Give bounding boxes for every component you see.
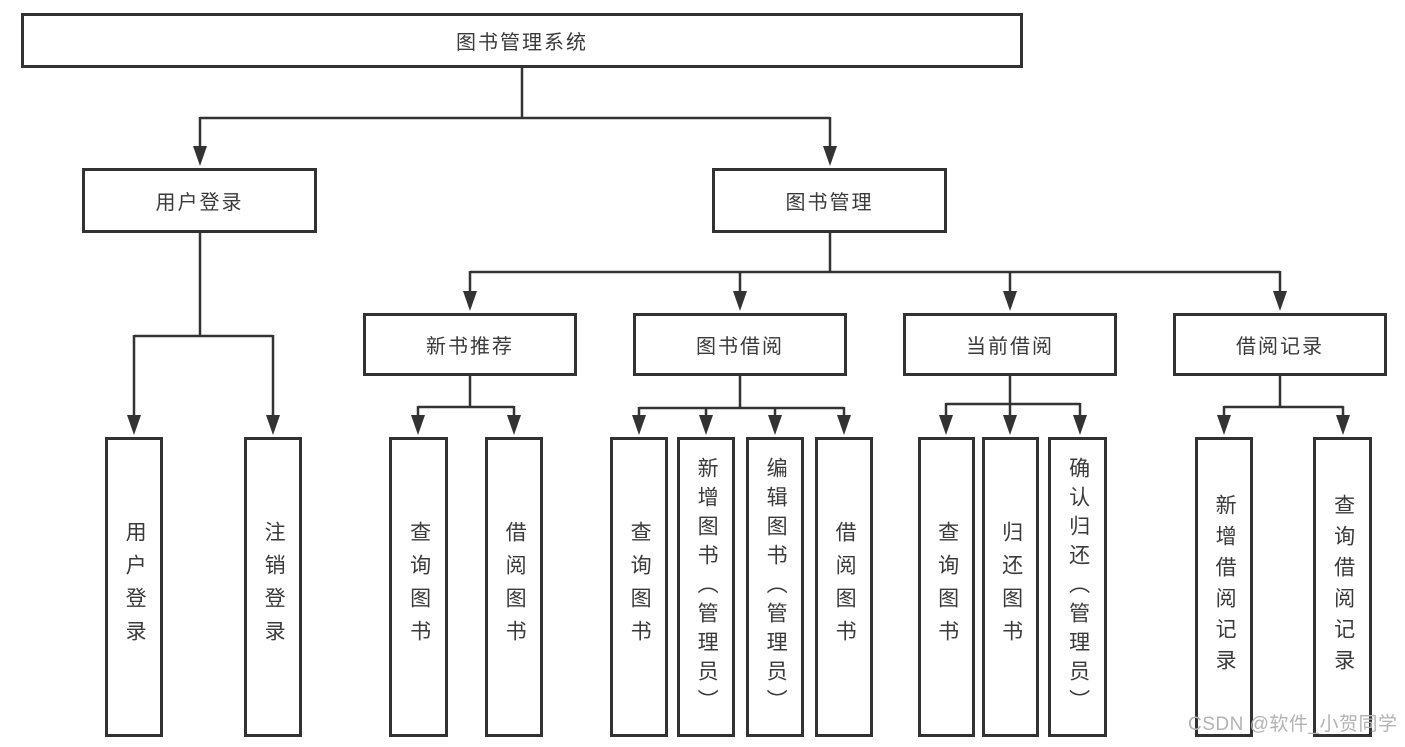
leaf-add-borrow-record-label: 新增借阅记录 — [1213, 494, 1237, 680]
arrow-down-icon — [411, 415, 425, 435]
leaf-query-borrow-record: 查询借阅记录 — [1313, 437, 1372, 737]
arrow-down-icon — [823, 146, 837, 166]
leaf-user-login: 用户登录 — [105, 437, 163, 737]
arrow-down-icon — [1336, 415, 1350, 435]
leaf-add-borrow-record: 新增借阅记录 — [1195, 437, 1253, 737]
node-borrow-records-label: 借阅记录 — [1236, 336, 1324, 358]
leaf-borrow-books-label: 借阅图书 — [833, 521, 857, 653]
connector-bookborrow-to-leaves — [637, 376, 846, 420]
leaf-query-books-borrow: 查询图书 — [610, 437, 668, 737]
node-book-management: 图书管理 — [712, 168, 947, 233]
connector-userlogin-to-leaves — [132, 233, 275, 420]
leaf-edit-books-admin-label: 编辑图书（管理员） — [764, 456, 788, 718]
arrow-down-icon — [463, 291, 477, 311]
arrow-down-icon — [632, 415, 646, 435]
arrow-down-icon — [837, 415, 851, 435]
node-library-system-root: 图书管理系统 — [21, 13, 1023, 68]
connector-newbooks-to-leaves — [416, 376, 516, 420]
arrowheads — [127, 146, 1350, 435]
leaf-add-books-admin: 新增图书（管理员） — [677, 437, 735, 737]
arrow-down-icon — [507, 415, 521, 435]
leaf-query-books-recommend: 查询图书 — [389, 437, 448, 737]
leaf-borrow-books-recommend-label: 借阅图书 — [503, 521, 527, 653]
arrow-down-icon — [266, 415, 280, 435]
arrow-down-icon — [699, 415, 713, 435]
leaf-query-books-current: 查询图书 — [918, 437, 975, 737]
node-new-book-recommend: 新书推荐 — [363, 313, 577, 376]
node-current-borrow-label: 当前借阅 — [966, 336, 1054, 358]
leaf-return-books: 归还图书 — [982, 437, 1039, 737]
leaf-query-books-borrow-label: 查询图书 — [628, 521, 652, 653]
arrow-down-icon — [1273, 291, 1287, 311]
node-book-borrow: 图书借阅 — [633, 313, 847, 376]
leaf-return-books-label: 归还图书 — [999, 521, 1023, 653]
arrow-down-icon — [1003, 291, 1017, 311]
connector-currentborrow-to-leaves — [944, 376, 1082, 420]
node-user-login-label: 用户登录 — [155, 192, 244, 214]
connector-bookmgmt-to-level3 — [468, 233, 1282, 295]
arrow-down-icon — [1003, 415, 1017, 435]
connector-borrowrecords-to-leaves — [1222, 376, 1345, 420]
leaf-logout-label: 注销登录 — [262, 521, 286, 653]
node-user-login: 用户登录 — [82, 168, 317, 233]
leaf-query-books-current-label: 查询图书 — [935, 521, 959, 653]
arrow-down-icon — [1073, 415, 1087, 435]
arrow-down-icon — [193, 146, 207, 166]
leaf-add-books-admin-label: 新增图书（管理员） — [695, 456, 719, 718]
arrow-down-icon — [768, 415, 782, 435]
arrow-down-icon — [939, 415, 953, 435]
node-borrow-records: 借阅记录 — [1173, 313, 1387, 376]
node-book-borrow-label: 图书借阅 — [696, 336, 784, 358]
leaf-confirm-return-admin-label: 确认归还（管理员） — [1066, 456, 1090, 718]
leaf-borrow-books: 借阅图书 — [815, 437, 873, 737]
leaf-query-borrow-record-label: 查询借阅记录 — [1331, 494, 1355, 680]
leaf-edit-books-admin: 编辑图书（管理员） — [746, 437, 804, 737]
arrow-down-icon — [127, 415, 141, 435]
node-book-management-label: 图书管理 — [785, 192, 874, 214]
node-current-borrow: 当前借阅 — [903, 313, 1117, 376]
leaf-query-books-recommend-label: 查询图书 — [407, 521, 431, 653]
node-library-system-root-label: 图书管理系统 — [456, 32, 588, 54]
node-new-book-recommend-label: 新书推荐 — [426, 336, 514, 358]
arrow-down-icon — [733, 291, 747, 311]
leaf-borrow-books-recommend: 借阅图书 — [485, 437, 543, 737]
csdn-watermark: CSDN @软件_小贺同学 — [1188, 714, 1398, 735]
arrow-down-icon — [1217, 415, 1231, 435]
leaf-user-login-label: 用户登录 — [123, 521, 147, 653]
leaf-confirm-return-admin: 确认归还（管理员） — [1048, 437, 1107, 737]
connector-root-to-level2 — [198, 65, 832, 150]
leaf-logout: 注销登录 — [244, 437, 302, 737]
